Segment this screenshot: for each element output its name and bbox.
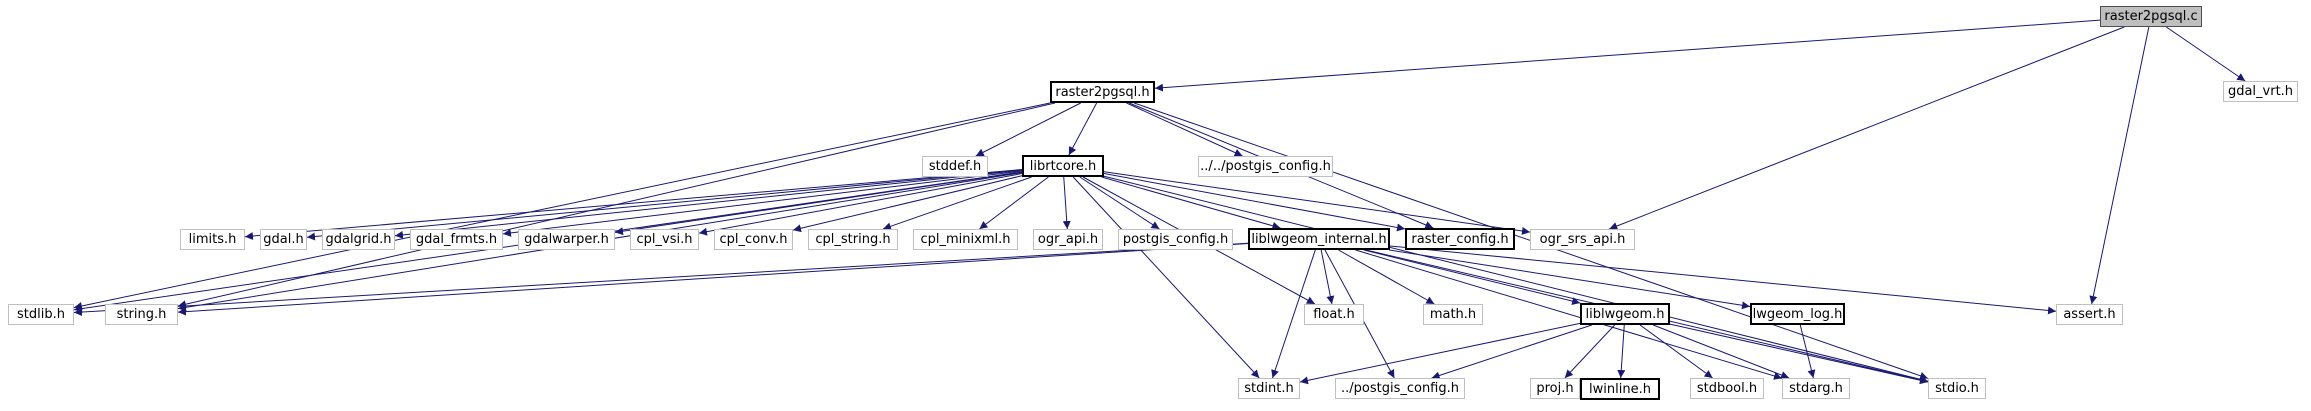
edge-librtcore_h-to-gdalgrid_h bbox=[394, 169, 1023, 239]
node-raster2pgsql-c: raster2pgsql.c bbox=[2100, 6, 2202, 27]
node-gdal-frmts-h[interactable]: gdal_frmts.h bbox=[410, 229, 503, 250]
node-librtcore-h[interactable]: librtcore.h bbox=[1022, 155, 1104, 177]
edge-raster2pgsql_h-to-librtcore_h bbox=[1068, 102, 1098, 156]
edge-librtcore_h-to-gdal_frmts_h bbox=[502, 170, 1023, 237]
edge-lwgeom_log_h-to-stdarg_h bbox=[1799, 324, 1816, 379]
node-limits-h[interactable]: limits.h bbox=[180, 229, 245, 250]
node-stddef-h[interactable]: stddef.h bbox=[922, 156, 988, 177]
node-raster-config-h[interactable]: raster_config.h bbox=[1405, 228, 1515, 250]
edge-raster2pgsql_c-to-assert_h bbox=[2089, 26, 2150, 305]
node-postgis-config-up-h[interactable]: ../postgis_config.h bbox=[1335, 378, 1465, 399]
edge-librtcore_h-to-liblwgeom_internal_h bbox=[1101, 176, 1281, 230]
edge-liblwgeom_internal_h-to-stdarg_h bbox=[1355, 249, 1783, 380]
edge-librtcore_h-to-gdal_h bbox=[306, 169, 1023, 241]
node-string-h[interactable]: string.h bbox=[105, 304, 178, 325]
node-proj-h[interactable]: proj.h bbox=[1530, 378, 1580, 399]
edge-liblwgeom_h-to-lwinline_h bbox=[1617, 324, 1626, 379]
node-gdal-h[interactable]: gdal.h bbox=[260, 229, 307, 250]
edge-liblwgeom_h-to-proj_h bbox=[1564, 324, 1616, 379]
edge-raster2pgsql_h-to-postgis_config_rel_h bbox=[1126, 102, 1243, 157]
edge-liblwgeom_internal_h-to-math_h bbox=[1338, 249, 1435, 305]
node-assert-h[interactable]: assert.h bbox=[2056, 304, 2123, 325]
edge-liblwgeom_h-to-stdbool_h bbox=[1639, 324, 1713, 379]
node-cpl-string-h[interactable]: cpl_string.h bbox=[808, 229, 898, 250]
node-math-h[interactable]: math.h bbox=[1423, 304, 1483, 325]
node-liblwgeom-internal-h[interactable]: liblwgeom_internal.h bbox=[1248, 228, 1390, 250]
edge-librtcore_h-to-limits_h bbox=[244, 169, 1023, 240]
node-gdalgrid-h[interactable]: gdalgrid.h bbox=[322, 229, 395, 250]
edge-librtcore_h-to-stdint_h bbox=[1072, 176, 1260, 379]
node-float-h[interactable]: float.h bbox=[1304, 304, 1364, 325]
node-stdarg-h[interactable]: stdarg.h bbox=[1782, 378, 1850, 399]
node-cpl-conv-h[interactable]: cpl_conv.h bbox=[714, 229, 793, 250]
edge-liblwgeom_internal_h-to-lwgeom_log_h bbox=[1389, 249, 1751, 310]
edge-librtcore_h-to-cpl_conv_h bbox=[792, 175, 1023, 233]
node-ogr-api-h[interactable]: ogr_api.h bbox=[1033, 229, 1103, 250]
node-lwinline-h[interactable]: lwinline.h bbox=[1580, 378, 1660, 400]
edge-librtcore_h-to-cpl_string_h bbox=[882, 176, 1032, 231]
node-gdalwarper-h[interactable]: gdalwarper.h bbox=[518, 229, 615, 250]
edge-raster2pgsql_c-to-raster2pgsql_h bbox=[1154, 19, 2101, 92]
edge-raster2pgsql_h-to-stdlib_h bbox=[73, 102, 1051, 310]
edge-liblwgeom_internal_h-to-float_h bbox=[1320, 249, 1335, 305]
node-cpl-minixml-h[interactable]: cpl_minixml.h bbox=[913, 229, 1018, 250]
edge-librtcore_h-to-raster_config_h bbox=[1103, 173, 1406, 232]
edge-liblwgeom_h-to-stdarg_h bbox=[1653, 324, 1790, 379]
edge-liblwgeom_h-to-stdint_h bbox=[1299, 322, 1581, 385]
edge-liblwgeom_internal_h-to-stdlib_h bbox=[73, 242, 1249, 317]
node-liblwgeom-h[interactable]: liblwgeom.h bbox=[1580, 303, 1670, 325]
edge-liblwgeom_internal_h-to-assert_h bbox=[1389, 245, 2057, 315]
edge-liblwgeom_h-to-postgis_config_up_h bbox=[1431, 324, 1592, 380]
edge-liblwgeom_internal_h-to-liblwgeom_h bbox=[1363, 249, 1581, 305]
node-cpl-vsi-h[interactable]: cpl_vsi.h bbox=[630, 229, 699, 250]
node-lwgeom-log-h[interactable]: lwgeom_log.h bbox=[1750, 303, 1845, 325]
node-postgis-config-rel-h[interactable]: ../../postgis_config.h bbox=[1198, 156, 1333, 177]
edge-liblwgeom_internal_h-to-string_h bbox=[177, 243, 1249, 316]
edge-librtcore_h-to-postgis_config_h bbox=[1079, 176, 1160, 230]
edge-librtcore_h-to-cpl_vsi_h bbox=[698, 173, 1023, 236]
node-stdbool-h[interactable]: stdbool.h bbox=[1690, 378, 1764, 399]
edge-librtcore_h-to-ogr_api_h bbox=[1062, 176, 1071, 230]
edge-librtcore_h-to-stdio_h bbox=[1103, 175, 1929, 384]
edge-raster2pgsql_h-to-stddef_h bbox=[975, 102, 1081, 157]
edge-liblwgeom_h-to-stdio_h bbox=[1669, 323, 1929, 385]
node-stdio-h[interactable]: stdio.h bbox=[1928, 378, 1986, 399]
edge-raster2pgsql_c-to-gdal_vrt_h bbox=[2166, 26, 2246, 82]
edge-librtcore_h-to-ogr_srs_api_h bbox=[1103, 171, 1531, 235]
node-postgis-config-h[interactable]: postgis_config.h bbox=[1118, 229, 1233, 250]
node-stdint-h[interactable]: stdint.h bbox=[1238, 378, 1300, 399]
node-ogr-srs-api-h[interactable]: ogr_srs_api.h bbox=[1530, 229, 1635, 250]
edge-librtcore_h-to-cpl_minixml_h bbox=[979, 176, 1049, 230]
edge-liblwgeom_internal_h-to-stdint_h bbox=[1271, 249, 1316, 379]
edge-raster2pgsql_c-to-ogr_srs_api_h bbox=[1609, 26, 2125, 230]
node-stdlib-h[interactable]: stdlib.h bbox=[8, 304, 74, 325]
node-raster2pgsql-h[interactable]: raster2pgsql.h bbox=[1050, 81, 1155, 103]
node-gdal-vrt-h[interactable]: gdal_vrt.h bbox=[2223, 81, 2298, 102]
